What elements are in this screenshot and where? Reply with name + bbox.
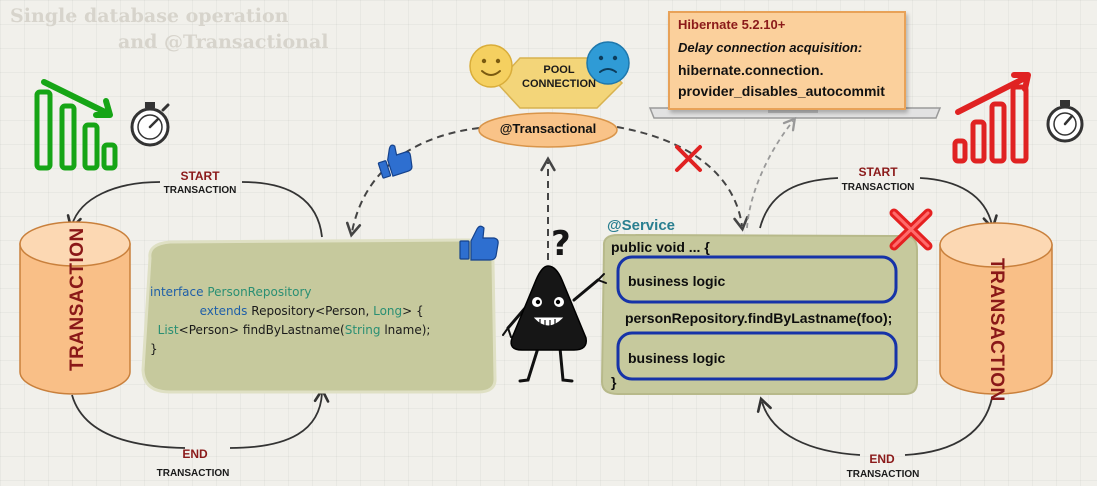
- question-mark: ?: [551, 224, 571, 264]
- left-end-sub: TRANSACTION: [156, 468, 230, 479]
- service-signature: public void ... {: [611, 239, 710, 255]
- stopwatch-icon: [130, 102, 170, 147]
- thumbs-up-icon: [459, 225, 499, 261]
- sad-face-icon: [586, 41, 630, 85]
- transactional-label: @Transactional: [499, 121, 597, 136]
- trend-up-icon: [952, 72, 1031, 164]
- repo-line-2: extends Repository<Person, Long> {: [199, 304, 424, 318]
- transaction-cylinder-left: [19, 221, 131, 395]
- hibernate-box: Hibernate 5.2.10+ Delay connection acqui…: [668, 11, 906, 110]
- right-cylinder-label: TRANSACTION: [986, 258, 1007, 402]
- hibernate-subtitle: Delay connection acquisition:: [678, 40, 863, 55]
- service-closing: }: [611, 374, 617, 390]
- repository-panel: [141, 238, 497, 394]
- repository-call: personRepository.findByLastname(foo);: [625, 310, 893, 326]
- business-logic-box-1: [616, 255, 898, 304]
- repo-line-1: interface PersonRepository: [150, 285, 312, 299]
- title-line-2: and @Transactional: [118, 31, 329, 53]
- hibernate-line-2: provider_disables_autocommit: [678, 83, 885, 99]
- business-logic-box-2: [616, 331, 898, 381]
- pool-label-line-2: CONNECTION: [522, 78, 596, 90]
- stopwatch-icon: [1046, 100, 1084, 143]
- left-start-label: START: [180, 169, 220, 183]
- right-end-sub: TRANSACTION: [846, 469, 920, 480]
- right-start-sub: TRANSACTION: [841, 182, 915, 193]
- trend-down-icon: [34, 79, 118, 171]
- right-end-label: END: [869, 452, 895, 466]
- left-start-sub: TRANSACTION: [163, 185, 237, 196]
- pool-connection-label: POOL CONNECTION: [508, 63, 610, 91]
- left-cylinder-label: TRANSACTION: [67, 227, 88, 371]
- business-logic-2: business logic: [628, 350, 726, 366]
- title-line-1: Single database operation: [10, 5, 289, 27]
- right-start-label: START: [858, 165, 898, 179]
- repository-code: interface PersonRepository extends Repos…: [150, 283, 430, 359]
- cross-icon: [889, 208, 933, 251]
- mascot-icon: [502, 265, 607, 383]
- thumbs-up-icon: [377, 144, 413, 179]
- service-panel: [600, 233, 918, 395]
- repo-line-4: }: [150, 342, 158, 356]
- hibernate-version: Hibernate 5.2.10+: [678, 17, 786, 32]
- pool-label-line-1: POOL: [543, 64, 575, 76]
- left-end-label: END: [182, 447, 208, 461]
- repo-line-3: List<Person> findByLastname(String lname…: [157, 323, 431, 337]
- cross-icon: [675, 145, 702, 172]
- transaction-cylinder-right: [939, 222, 1053, 395]
- hibernate-line-1: hibernate.connection.: [678, 62, 824, 78]
- service-annotation: @Service: [607, 217, 676, 234]
- business-logic-1: business logic: [628, 273, 726, 289]
- transactional-ellipse: [478, 112, 618, 148]
- happy-face-icon: [469, 44, 513, 88]
